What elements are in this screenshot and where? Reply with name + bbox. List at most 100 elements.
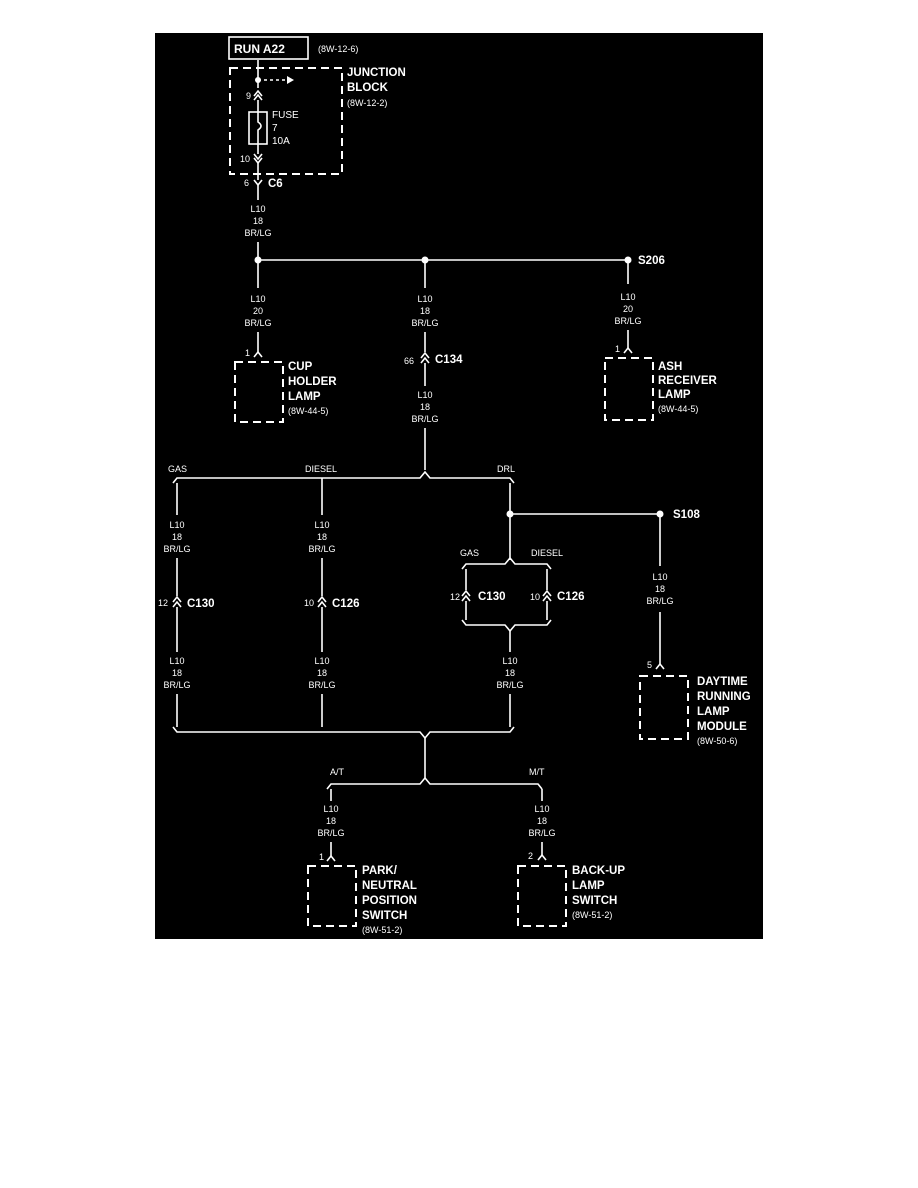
cup-holder-line2: HOLDER [288,376,337,388]
transmission-bracket [326,776,543,790]
wire-gauge: 18 [655,584,665,594]
pnp-switch-ref: (8W-51-2) [362,925,402,935]
wire-color: BR/LG [163,544,190,554]
junction-block-name2: BLOCK [347,82,389,94]
c126-connector-icon [317,595,327,608]
backup-switch-line1: BACK-UP [572,865,625,877]
drl-module-ref: (8W-50-6) [697,736,737,746]
drl-module-line4: MODULE [697,721,747,733]
drl-branch-gas-label: GAS [460,548,479,558]
wire-color: BR/LG [244,318,271,328]
wire-gauge: 18 [420,306,430,316]
wire-color: BR/LG [308,680,335,690]
ash-receiver-pin: 1 [615,344,620,354]
wire-circuit: L10 [417,294,432,304]
splice-s108-label: S108 [673,509,700,521]
wire-circuit: L10 [169,520,184,530]
wire-color: BR/LG [317,828,344,838]
c126-pin: 10 [304,598,314,608]
drl-c126-pin: 10 [530,592,540,602]
wire-color: BR/LG [411,414,438,424]
wire-color: BR/LG [496,680,523,690]
ash-receiver-line3: LAMP [658,389,691,401]
pnp-switch-connector-icon [326,854,336,862]
drl-option-bracket [461,556,552,570]
wire-circuit: L10 [620,292,635,302]
wire-gauge: 20 [253,306,263,316]
drl-c126-connector-icon [542,589,552,602]
backup-switch-line3: SWITCH [572,895,617,907]
drl-module-connector-icon [655,662,665,670]
pin-9-label: 9 [246,91,251,101]
fuse-label: FUSE [272,110,299,121]
splice-s206-label: S206 [638,255,665,267]
c134-connector-icon [420,351,430,364]
pin-10-label: 10 [240,154,250,164]
wire-circuit: L10 [502,656,517,666]
cup-holder-lamp-box [234,361,284,423]
pnp-switch-pin: 1 [319,852,324,862]
c126-name: C126 [332,598,360,610]
pnp-switch-line3: POSITION [362,895,417,907]
wire-gauge: 18 [420,402,430,412]
c130-pin: 12 [158,598,168,608]
wire-circuit: L10 [314,656,329,666]
pnp-switch-line2: NEUTRAL [362,880,417,892]
wire-color: BR/LG [308,544,335,554]
branch-mt-label: M/T [529,767,545,777]
branch-gas-label: GAS [168,464,187,474]
junction-block-name1: JUNCTION [347,67,406,79]
c134-pin: 66 [404,356,414,366]
fuse-rating: 10A [272,136,290,147]
drl-module-line2: RUNNING [697,691,751,703]
ash-receiver-line2: RECEIVER [658,375,717,387]
ash-receiver-lamp-box [604,357,654,421]
wire-gauge: 18 [253,216,263,226]
wire-gauge: 18 [326,816,336,826]
wire-color: BR/LG [528,828,555,838]
wire-gauge: 18 [317,668,327,678]
wire-gauge: 20 [623,304,633,314]
branch-at-label: A/T [330,767,345,777]
backup-switch-pin: 2 [528,851,533,861]
backup-switch-box [517,865,567,927]
drl-c126-name: C126 [557,591,585,603]
branch-drl-label: DRL [497,464,515,474]
ash-receiver-connector-icon [623,346,633,354]
wire-color: BR/LG [614,316,641,326]
c130-connector-icon [172,595,182,608]
c6-pin: 6 [244,178,249,188]
fuse-number: 7 [272,123,278,134]
drl-module-line1: DAYTIME [697,676,748,688]
ash-receiver-line1: ASH [658,361,682,373]
wire-circuit: L10 [250,294,265,304]
wire-gauge: 18 [172,668,182,678]
backup-switch-line2: LAMP [572,880,605,892]
c134-name: C134 [435,354,463,366]
wire-color: BR/LG [646,596,673,606]
option-bracket [172,470,515,484]
drl-branch-diesel-label: DIESEL [531,548,563,558]
wire-gauge: 18 [172,532,182,542]
wire-gauge: 18 [537,816,547,826]
wire-gauge: 18 [505,668,515,678]
cup-holder-line3: LAMP [288,391,321,403]
wire-color: BR/LG [163,680,190,690]
pnp-switch-line1: PARK/ [362,865,398,877]
feed-arrow-icon [287,76,294,84]
branch-diesel-label: DIESEL [305,464,337,474]
wire-circuit: L10 [314,520,329,530]
junction-block-box [229,67,343,175]
diagram-panel [155,33,763,939]
pin-9-chevron-icon [253,89,263,101]
wire-circuit: L10 [534,804,549,814]
cup-holder-ref: (8W-44-5) [288,406,328,416]
wire-color: BR/LG [411,318,438,328]
junction-block-ref: (8W-12-2) [347,98,387,108]
backup-switch-connector-icon [537,853,547,861]
wire-circuit: L10 [652,572,667,582]
wire-gauge: 18 [317,532,327,542]
fuse-element-icon [257,112,262,144]
backup-switch-ref: (8W-51-2) [572,910,612,920]
